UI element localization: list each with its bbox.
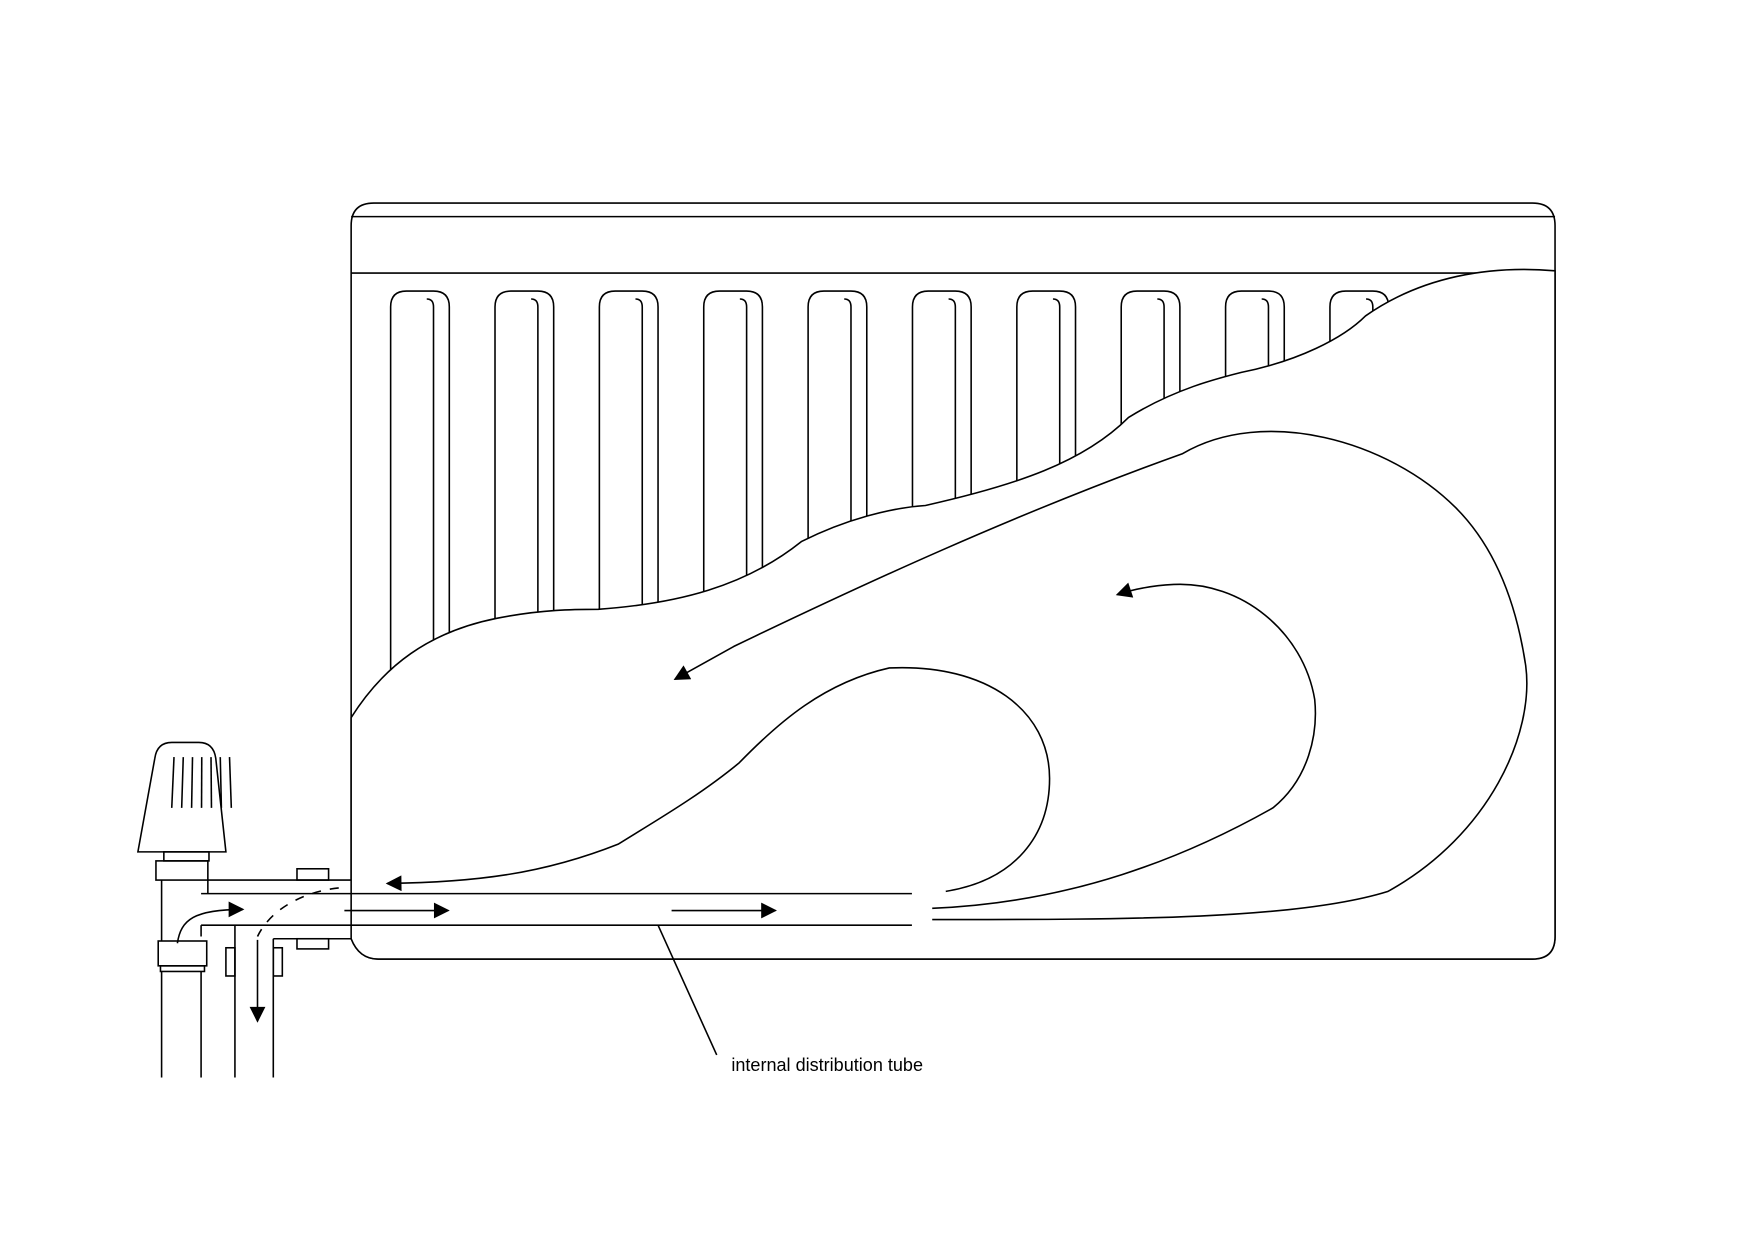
- radiator-fin: [598, 290, 659, 790]
- flow-middle-loop: [932, 582, 1317, 910]
- valve-grip-ridge: [180, 757, 185, 808]
- bypass-dashed-flow: [256, 887, 339, 937]
- callout-leader: [657, 924, 718, 1056]
- cutaway-edge: [350, 268, 1556, 960]
- radiator-fin: [494, 290, 555, 790]
- flow-inner-loop: [385, 666, 1051, 893]
- radiator-fin: [1120, 290, 1181, 790]
- valve-grip-ridge: [170, 757, 175, 808]
- fitting-bottom: [296, 937, 330, 950]
- valve-grip-ridge: [190, 757, 194, 808]
- radiator-fins: [389, 290, 1390, 790]
- inlet-arrow: [176, 901, 245, 944]
- radiator-fin: [389, 290, 451, 790]
- fitting-top: [296, 868, 330, 881]
- radiator-fin: [1329, 290, 1390, 790]
- valve-grip-ridge: [228, 757, 233, 808]
- callout-label: internal distribution tube: [731, 1055, 923, 1075]
- supply-pipe: [157, 880, 208, 1078]
- radiator-fin: [911, 290, 972, 790]
- radiator-fin: [807, 290, 868, 790]
- thermostatic-valve: [136, 741, 233, 881]
- return-pipe: [225, 925, 284, 1078]
- flow-outer-loop: [673, 430, 1528, 921]
- valve-grip-ridge: [219, 757, 223, 808]
- radiator-fin: [1016, 290, 1077, 790]
- radiator-fin: [1224, 290, 1286, 790]
- radiator-fin: [702, 290, 764, 790]
